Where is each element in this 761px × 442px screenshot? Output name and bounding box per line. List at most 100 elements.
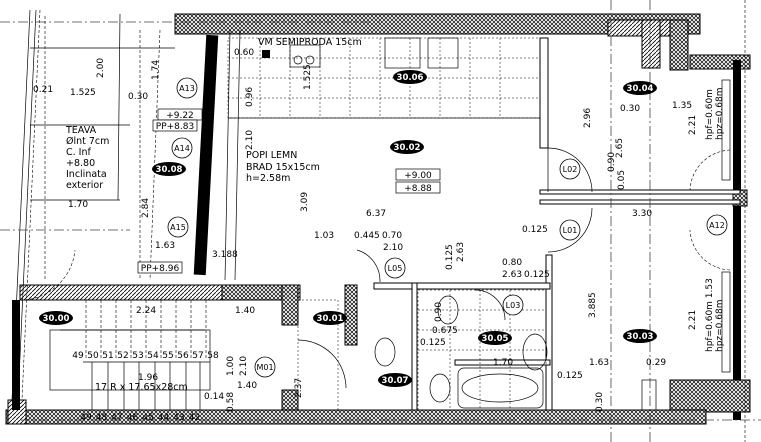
dimension-label: 1.00 [226, 356, 236, 376]
room-tag [313, 311, 347, 325]
room-tag [623, 81, 657, 95]
dimension-label: 0.30 [595, 392, 605, 412]
element-marker [167, 216, 189, 238]
dimension-label: 0.14 [204, 392, 224, 402]
slab-note: VM SEMIPRODA 15cm [258, 37, 362, 48]
sill-note: hpz=0.68m [715, 88, 725, 141]
dimension-label: 0.96 [245, 87, 255, 107]
dimension-label: 2.10 [383, 243, 403, 253]
dimension-label: 0.05 [617, 170, 627, 190]
level-mark: +9.22 [166, 111, 194, 121]
pipe-note: Ølnt 7cm [66, 136, 109, 147]
dimension-label: 1.525 [70, 88, 96, 98]
room-tag [152, 162, 186, 176]
stair-step-number: 42 [189, 413, 200, 423]
dimension-label: 1.525 [303, 64, 313, 90]
dimension-label: 0.125 [445, 244, 455, 270]
stair-note: 17 R x 17.65x28cm [95, 382, 188, 393]
level-box [395, 181, 441, 194]
dimension-label: 1.63 [589, 358, 609, 368]
dimension-label: 2.24 [136, 306, 156, 316]
element-marker [171, 137, 193, 159]
dimension-label: 2.10 [245, 130, 255, 150]
dimension-label: 1.03 [314, 231, 334, 241]
marker-code: L03 [506, 301, 521, 310]
stair-step-number: 52 [117, 351, 128, 361]
element-marker [559, 158, 581, 180]
marker-code: A13 [179, 84, 195, 93]
room-tag [623, 329, 657, 343]
dimension-label: 2.37 [294, 378, 304, 398]
dimension-label: 3.188 [212, 250, 238, 260]
dimension-label: 1.63 [155, 241, 175, 251]
dimension-label: 0.125 [420, 338, 446, 348]
walls [5, 13, 751, 425]
room-number: 30.06 [397, 73, 424, 83]
pipe-note: TEAVA [65, 125, 97, 136]
stair-step-number: 50 [87, 351, 99, 361]
room-number: 30.04 [627, 84, 654, 94]
dimension-label: 0.90 [607, 152, 617, 172]
stair-step-number: 57 [192, 351, 203, 361]
sill-note: hpf=0.60m [705, 89, 715, 140]
stair-step-number: 53 [132, 351, 143, 361]
marker-code: A14 [174, 144, 190, 153]
level-box [395, 168, 441, 181]
stair-step-number: 47 [111, 413, 122, 423]
dimension-label: 3.885 [588, 292, 598, 318]
pipe-note: +8.80 [66, 158, 95, 169]
stair-step-number: 49 [72, 351, 84, 361]
kitchen-tiles [227, 37, 541, 119]
room-tag [478, 331, 512, 345]
pipe-note: exterior [66, 180, 103, 191]
dimension-label: 2.84 [141, 198, 151, 218]
stair-step-number: 49 [80, 413, 92, 423]
stair-step-number: 45 [142, 413, 153, 423]
dimension-label: 3.09 [300, 192, 310, 212]
dimension-label: 0.125 [522, 225, 548, 235]
room-number: 30.07 [382, 376, 409, 386]
marker-code: L02 [563, 165, 578, 174]
dimension-label: 0.80 [502, 258, 522, 268]
dimension-label: 2.21 [688, 310, 698, 330]
dimension-label: 0.30 [620, 104, 640, 114]
room-tag [39, 311, 73, 325]
stair-step-number: 58 [207, 351, 219, 361]
stair-step-number: 56 [177, 351, 189, 361]
stair-step-number: 55 [162, 351, 173, 361]
stair-step-number: 51 [102, 351, 113, 361]
dimension-label: 2.21 [688, 115, 698, 135]
pipe-note: C. Inf [66, 147, 91, 158]
dimension-label: 3.30 [632, 209, 652, 219]
room-number: 30.03 [627, 332, 654, 342]
marker-code: A15 [170, 223, 186, 232]
room-tag [390, 140, 424, 154]
post-note: h=2.58m [246, 173, 290, 184]
dimension-label: 1.70 [493, 358, 513, 368]
dimension-label: 0.21 [33, 85, 53, 95]
stair-step-number: 54 [147, 351, 159, 361]
stair-step-number: 43 [173, 413, 184, 423]
dimension-label: 0.125 [524, 270, 550, 280]
dimension-label: 1.35 [672, 101, 692, 111]
element-marker [176, 77, 198, 99]
dimension-label: 0.90 [434, 302, 444, 322]
marker-code: M01 [256, 363, 273, 372]
door-swings [19, 147, 731, 389]
post-note: BRAD 15x15cm [246, 162, 320, 173]
room-tag [393, 70, 427, 84]
element-marker [254, 356, 276, 378]
dimension-label: 0.675 [432, 326, 458, 336]
stair-step-number: 46 [127, 413, 139, 423]
dimension-label: 2.96 [583, 108, 593, 128]
dimension-label: 2.10 [239, 356, 249, 376]
room-number: 30.00 [43, 314, 70, 324]
dimension-label: 0.60 [234, 48, 254, 58]
staircase [49, 300, 211, 410]
level-mark: +8.88 [404, 184, 432, 194]
post-note: POPI LEMN [246, 150, 297, 161]
pipe-note: Inclinata [66, 169, 107, 180]
room-tag [378, 373, 412, 387]
